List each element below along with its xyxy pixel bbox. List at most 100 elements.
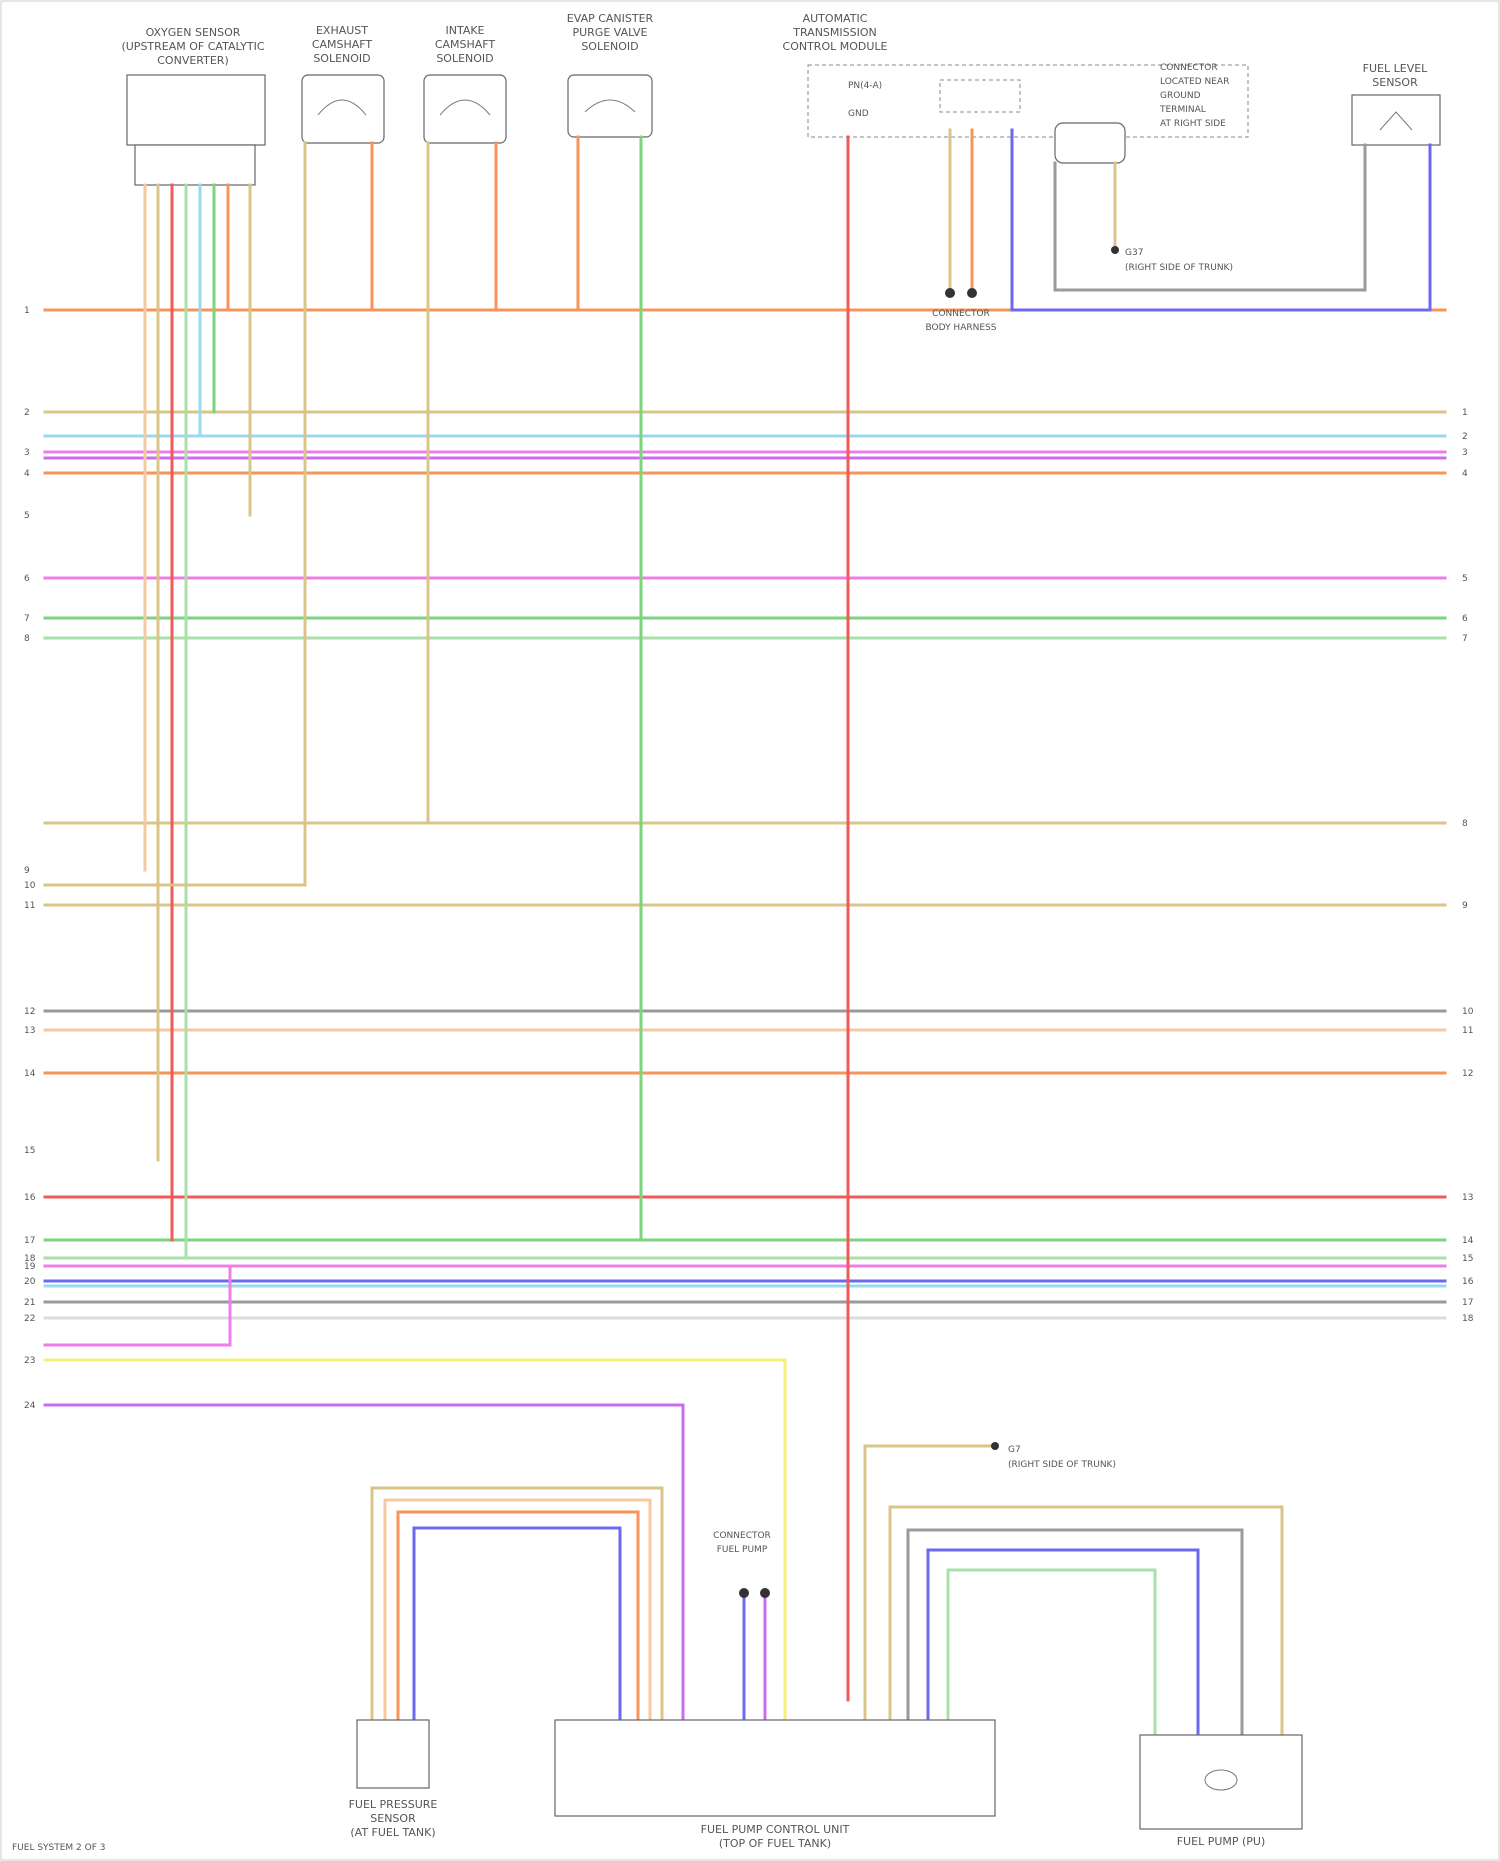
fuel-level-label-2: SENSOR bbox=[1372, 76, 1418, 89]
fuel-pressure-label-3: (AT FUEL TANK) bbox=[350, 1826, 435, 1839]
fpcu-box bbox=[555, 1720, 995, 1816]
o2-sensor-box bbox=[127, 75, 265, 145]
tcm-label-1: AUTOMATIC bbox=[803, 12, 868, 25]
left-number-12: 12 bbox=[24, 1007, 35, 1017]
splice-dot-2 bbox=[967, 288, 977, 298]
right-number-11: 11 bbox=[1462, 1026, 1473, 1036]
exh-cam-label-1: EXHAUST bbox=[316, 24, 368, 37]
fp-splice-dot-1 bbox=[739, 1588, 749, 1598]
left-number-14: 14 bbox=[24, 1069, 36, 1079]
left-number-16: 16 bbox=[24, 1193, 36, 1203]
right-number-18: 18 bbox=[1462, 1314, 1474, 1324]
evap-box bbox=[568, 75, 652, 137]
right-number-5: 5 bbox=[1462, 574, 1468, 584]
fp-splice-label-2: FUEL PUMP bbox=[717, 1545, 768, 1555]
ground-g7-dot bbox=[991, 1442, 999, 1450]
right-number-2: 2 bbox=[1462, 432, 1468, 442]
tcm-sub-connector bbox=[1055, 123, 1125, 163]
tcm-label-2: TRANSMISSION bbox=[792, 26, 876, 39]
fpcu-label-1: FUEL PUMP CONTROL UNIT bbox=[701, 1823, 850, 1836]
evap-purge-solenoid: EVAP CANISTER PURGE VALVE SOLENOID bbox=[567, 12, 654, 137]
o2-sensor-label-1: OXYGEN SENSOR bbox=[146, 26, 241, 39]
fuel-pump-label: FUEL PUMP (PU) bbox=[1177, 1835, 1266, 1848]
left-number-23: 23 bbox=[24, 1356, 35, 1366]
right-number-9: 9 bbox=[1462, 901, 1468, 911]
right-number-10: 10 bbox=[1462, 1007, 1474, 1017]
right-number-15: 15 bbox=[1462, 1254, 1473, 1264]
right-number-7: 7 bbox=[1462, 634, 1468, 644]
right-note-5: AT RIGHT SIDE bbox=[1160, 119, 1226, 129]
intake-camshaft-solenoid: INTAKE CAMSHAFT SOLENOID bbox=[424, 24, 506, 143]
left-number-13: 13 bbox=[24, 1026, 35, 1036]
ground-g7-label-1: G7 bbox=[1008, 1445, 1021, 1455]
fp-splice-dot-2 bbox=[760, 1588, 770, 1598]
left-number-4: 4 bbox=[24, 469, 30, 479]
exh-cam-label-2: CAMSHAFT bbox=[312, 38, 373, 51]
right-note-2: LOCATED NEAR bbox=[1160, 77, 1229, 87]
left-number-11: 11 bbox=[24, 901, 35, 911]
splice-label-1: CONNECTOR bbox=[932, 309, 990, 319]
left-number-8: 8 bbox=[24, 634, 30, 644]
exh-cam-box bbox=[302, 75, 384, 143]
left-number-10: 10 bbox=[24, 881, 36, 891]
right-number-3: 3 bbox=[1462, 448, 1468, 458]
footer-code: FUEL SYSTEM 2 OF 3 bbox=[12, 1843, 106, 1853]
int-cam-box bbox=[424, 75, 506, 143]
fuel-pressure-label-2: SENSOR bbox=[370, 1812, 416, 1825]
int-cam-label-1: INTAKE bbox=[445, 24, 484, 37]
left-number-20: 20 bbox=[24, 1277, 36, 1287]
left-number-6: 6 bbox=[24, 574, 30, 584]
left-number-1: 1 bbox=[24, 306, 30, 316]
ground-g7-label-2: (RIGHT SIDE OF TRUNK) bbox=[1008, 1460, 1116, 1470]
left-number-22: 22 bbox=[24, 1314, 35, 1324]
tcm-pin2-label: GND bbox=[848, 109, 869, 119]
right-note-1: CONNECTOR bbox=[1160, 63, 1218, 73]
right-number-17: 17 bbox=[1462, 1298, 1473, 1308]
fuel-pressure-box bbox=[357, 1720, 429, 1788]
right-note-3: GROUND bbox=[1160, 91, 1201, 101]
right-number-14: 14 bbox=[1462, 1236, 1474, 1246]
fuel-level-sensor: FUEL LEVEL SENSOR bbox=[1352, 62, 1440, 145]
splice-dot-1 bbox=[945, 288, 955, 298]
splice-label-2: BODY HARNESS bbox=[926, 323, 997, 333]
fp-splice-label-1: CONNECTOR bbox=[713, 1531, 771, 1541]
oxygen-sensor-component: OXYGEN SENSOR (UPSTREAM OF CATALYTIC CON… bbox=[121, 26, 265, 185]
fuel-pressure-label-1: FUEL PRESSURE bbox=[349, 1798, 438, 1811]
evap-label-1: EVAP CANISTER bbox=[567, 12, 654, 25]
left-number-5: 5 bbox=[24, 511, 30, 521]
fpcu-label-2: (TOP OF FUEL TANK) bbox=[719, 1837, 831, 1850]
right-number-13: 13 bbox=[1462, 1193, 1473, 1203]
left-number-2: 2 bbox=[24, 408, 30, 418]
ground-g37-dot bbox=[1111, 246, 1119, 254]
right-number-6: 6 bbox=[1462, 614, 1468, 624]
right-number-16: 16 bbox=[1462, 1277, 1474, 1287]
left-number-15: 15 bbox=[24, 1146, 35, 1156]
fuel-level-box bbox=[1352, 95, 1440, 145]
tcm-label-3: CONTROL MODULE bbox=[783, 40, 888, 53]
left-number-17: 17 bbox=[24, 1236, 35, 1246]
right-number-1: 1 bbox=[1462, 408, 1468, 418]
right-number-4: 4 bbox=[1462, 469, 1468, 479]
o2-sensor-label-2: (UPSTREAM OF CATALYTIC bbox=[121, 40, 264, 53]
left-number-3: 3 bbox=[24, 448, 30, 458]
exh-cam-label-3: SOLENOID bbox=[313, 52, 370, 65]
o2-sensor-connector bbox=[135, 145, 255, 185]
ground-g37-label-2: (RIGHT SIDE OF TRUNK) bbox=[1125, 263, 1233, 273]
int-cam-label-3: SOLENOID bbox=[436, 52, 493, 65]
ground-g37-label-1: G37 bbox=[1125, 248, 1143, 258]
fuel-pump-box bbox=[1140, 1735, 1302, 1829]
left-number-24: 24 bbox=[24, 1401, 36, 1411]
left-number-9: 9 bbox=[24, 866, 30, 876]
fuel-level-label-1: FUEL LEVEL bbox=[1363, 62, 1429, 75]
evap-label-3: SOLENOID bbox=[581, 40, 638, 53]
right-note-4: TERMINAL bbox=[1159, 105, 1206, 115]
right-number-8: 8 bbox=[1462, 819, 1468, 829]
int-cam-label-2: CAMSHAFT bbox=[435, 38, 496, 51]
evap-label-2: PURGE VALVE bbox=[572, 26, 647, 39]
o2-sensor-label-3: CONVERTER) bbox=[157, 54, 229, 67]
exhaust-camshaft-solenoid: EXHAUST CAMSHAFT SOLENOID bbox=[302, 24, 384, 143]
tcm-pin1-label: PN(4-A) bbox=[848, 81, 882, 91]
left-number-19: 19 bbox=[24, 1262, 36, 1272]
